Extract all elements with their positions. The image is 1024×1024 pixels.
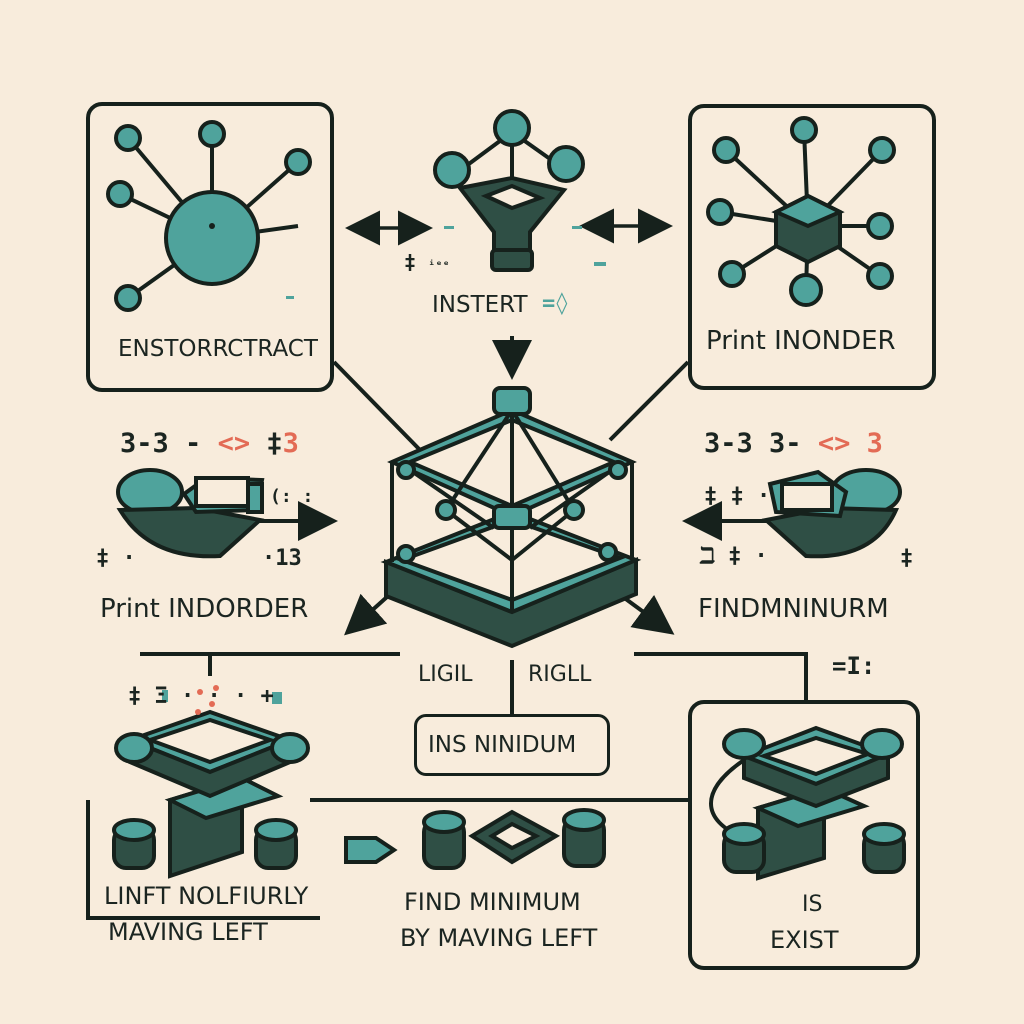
label-ligil: LIGIL bbox=[418, 662, 473, 687]
label-by-maving-left: BY MAVING LEFT bbox=[400, 924, 598, 952]
code-mid-right-bottom: ℶ ‡ · bbox=[700, 544, 768, 569]
decorative-marks bbox=[162, 226, 606, 715]
bottom-right-panel bbox=[688, 700, 920, 970]
code-mid-right-hash: ‡ ‡ · bbox=[704, 484, 771, 509]
connector-lines bbox=[86, 336, 808, 920]
code-top-center-hash: ‡ ⁱᵉᵉ bbox=[404, 250, 450, 274]
funnel-node-icon bbox=[433, 109, 585, 272]
code-mid-left-accent: <> bbox=[217, 428, 251, 459]
code-mid-right-a: 3-3 3- bbox=[704, 428, 802, 459]
label-rigll: RIGLL bbox=[528, 662, 592, 687]
code-mid-left-bottom: ‡ · bbox=[96, 546, 136, 571]
label-findmninurm: FINDMNINURM bbox=[698, 594, 889, 624]
center-button-label: INS NINIDUM bbox=[428, 732, 577, 758]
label-right-small: =I: bbox=[832, 652, 876, 680]
top-left-panel bbox=[86, 102, 334, 392]
code-mid-left-hash: ‡ bbox=[266, 428, 283, 459]
top-right-panel bbox=[688, 104, 936, 390]
code-mid-right-tail: ‡ bbox=[900, 546, 914, 571]
code-mid-left-colons: (: : bbox=[270, 486, 314, 507]
instert-symbol: =◊ bbox=[542, 291, 569, 316]
stacked-node-icon-right bbox=[722, 725, 906, 881]
hub-cube-icon bbox=[706, 116, 896, 307]
label-instert: INSTERT bbox=[432, 292, 528, 318]
label-maving-left: MAVING LEFT bbox=[108, 918, 268, 946]
tray-node-icon-right bbox=[761, 468, 902, 559]
label-print-inonder: Print INONDER bbox=[706, 326, 896, 356]
label-is: IS bbox=[802, 892, 823, 917]
label-linft-nolfiurly: LINFT NOLFIURLY bbox=[104, 882, 309, 910]
label-enstorrctract: ENSTORRCTRACT bbox=[118, 336, 318, 362]
hub-sphere-icon bbox=[106, 120, 312, 312]
code-mid-right-accent: <> 3 bbox=[817, 428, 883, 459]
code-mid-left: 3-3 - <> ‡3 bbox=[120, 430, 299, 457]
label-print-indorder: Print INDORDER bbox=[100, 594, 309, 624]
cube-frame-icon bbox=[380, 386, 642, 649]
code-mid-right: 3-3 3- <> 3 bbox=[704, 430, 883, 457]
code-left-small: ‡ Ξ · · · + bbox=[128, 684, 274, 709]
center-button-box bbox=[414, 714, 610, 776]
code-mid-left-dash: - bbox=[185, 428, 202, 459]
arrow-bottom-pointer bbox=[344, 836, 398, 864]
code-mid-left-small: 13 bbox=[275, 546, 302, 571]
code-mid-left-number: ·13 bbox=[262, 546, 302, 571]
pill-node-icon bbox=[422, 808, 606, 870]
code-mid-left-a: 3-3 bbox=[120, 428, 169, 459]
stacked-node-icon-left bbox=[112, 709, 310, 879]
code-mid-left-tail: 3 bbox=[282, 428, 299, 459]
label-find-minimum: FIND MINIMUM bbox=[404, 888, 581, 916]
label-exist: EXIST bbox=[770, 926, 839, 954]
tray-node-icon-left bbox=[116, 468, 265, 559]
